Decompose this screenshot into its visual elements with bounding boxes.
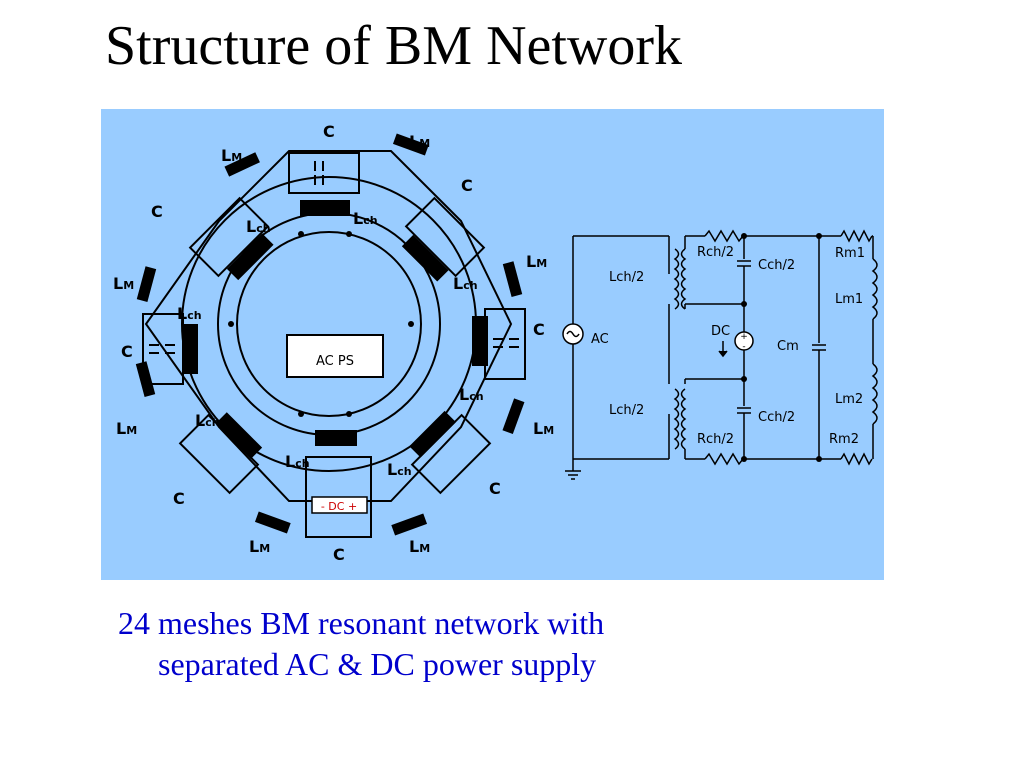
lm2-coil xyxy=(871,363,878,425)
circuit-dots xyxy=(741,233,822,462)
lm1-coil xyxy=(871,258,878,320)
diagram-panel xyxy=(101,109,884,580)
dc-plus: + xyxy=(740,332,748,342)
lm-inductor xyxy=(254,511,291,534)
dc-box xyxy=(311,496,368,514)
svg-text:Lch: Lch xyxy=(177,304,202,323)
coil-core xyxy=(226,233,274,281)
slide-caption: 24 meshes BM resonant network with separ… xyxy=(118,603,758,685)
coil-core xyxy=(215,412,263,459)
dc-cap-box xyxy=(305,456,372,538)
cap-box xyxy=(188,196,270,278)
lch-bottom-coil xyxy=(673,388,680,450)
lm-inductor xyxy=(392,133,429,156)
cap-box xyxy=(404,196,486,278)
c-label: C xyxy=(461,176,473,195)
rch-top-resistor xyxy=(704,229,744,243)
lm2-label: Lm2 xyxy=(835,392,863,407)
svg-text:LM: LM xyxy=(113,274,134,293)
cap-coil-units xyxy=(142,152,526,538)
lm-inductor xyxy=(224,152,260,177)
svg-text:LM: LM xyxy=(221,146,242,165)
lch-top-coil xyxy=(673,248,680,310)
coil-core xyxy=(472,316,488,366)
lm-inductor xyxy=(391,513,428,536)
rch-bottom-resistor xyxy=(704,452,744,466)
dc-label: - DC + xyxy=(321,500,357,513)
center-bus-circle xyxy=(236,231,422,417)
caption-line-1: 24 meshes BM resonant network with xyxy=(118,605,605,641)
lch-labels: Lch Lch Lch Lch Lch Lch Lch Lch xyxy=(177,209,484,479)
lm-inductor xyxy=(135,361,156,397)
svg-text:LM: LM xyxy=(116,419,137,438)
lch-bottom-label: Lch/2 xyxy=(609,403,644,418)
dc-source-label: DC xyxy=(711,324,730,339)
coil-core xyxy=(409,410,456,458)
c-label: C xyxy=(121,342,133,361)
coil-core xyxy=(315,430,357,446)
ac-ps-box xyxy=(286,334,384,378)
svg-text:Lch: Lch xyxy=(246,217,271,236)
rm1-resistor xyxy=(840,229,873,243)
cap-box xyxy=(288,152,360,194)
lch-top-label: Lch/2 xyxy=(609,270,644,285)
svg-text:Lch: Lch xyxy=(285,452,310,471)
schematic-labels: AC Lch/2 Lch/2 Rch/2 Rch/2 Cch/2 Cch/2 D… xyxy=(591,245,865,447)
c-label: C xyxy=(333,545,345,564)
lm-inductor xyxy=(136,266,157,302)
svg-text:LM: LM xyxy=(533,419,554,438)
ac-ps-label: AC PS xyxy=(316,354,354,369)
coil-core xyxy=(182,324,198,374)
coil-core xyxy=(300,200,350,216)
lm1-label: Lm1 xyxy=(835,292,863,307)
ac-label: AC xyxy=(591,332,609,347)
outer-inductor-ring xyxy=(144,150,513,502)
rm2-label: Rm2 xyxy=(829,432,859,447)
lm-inductor xyxy=(502,398,525,435)
dc-minus: - xyxy=(742,342,745,352)
svg-text:Lch: Lch xyxy=(453,274,478,293)
c-label: C xyxy=(173,489,185,508)
rm1-label: Rm1 xyxy=(835,246,865,261)
rch-bottom-label: Rch/2 xyxy=(697,432,734,447)
svg-text:Lch: Lch xyxy=(459,385,484,404)
c-label: C xyxy=(533,320,545,339)
c-label: C xyxy=(323,122,335,141)
cch-top-label: Cch/2 xyxy=(758,258,795,273)
lm-labels: LM LM LM LM LM LM LM LM xyxy=(113,132,554,556)
c-label: C xyxy=(151,202,163,221)
svg-text:Lch: Lch xyxy=(353,209,378,228)
c-label: C xyxy=(489,479,501,498)
caption-line-2: separated AC & DC power supply xyxy=(158,646,597,682)
svg-text:Lch: Lch xyxy=(387,460,412,479)
junction-dots xyxy=(228,231,414,417)
svg-text:LM: LM xyxy=(526,252,547,271)
lm-inductors xyxy=(135,133,525,536)
coil-core xyxy=(401,234,449,282)
slide-title: Structure of BM Network xyxy=(105,15,683,77)
svg-text:Lch: Lch xyxy=(195,411,220,430)
lm-inductor xyxy=(502,261,523,297)
svg-text:LM: LM xyxy=(409,132,430,151)
svg-text:LM: LM xyxy=(409,537,430,556)
cm-label: Cm xyxy=(777,339,799,354)
cch-bottom-label: Cch/2 xyxy=(758,410,795,425)
svg-text:LM: LM xyxy=(249,537,270,556)
rch-top-label: Rch/2 xyxy=(697,245,734,260)
rm2-resistor xyxy=(840,452,873,466)
equivalent-circuit xyxy=(562,229,878,480)
bm-network-diagram: AC PS - DC + C C C C C C C C LM LM LM LM… xyxy=(101,109,884,580)
c-labels: C C C C C C C C xyxy=(121,122,545,564)
